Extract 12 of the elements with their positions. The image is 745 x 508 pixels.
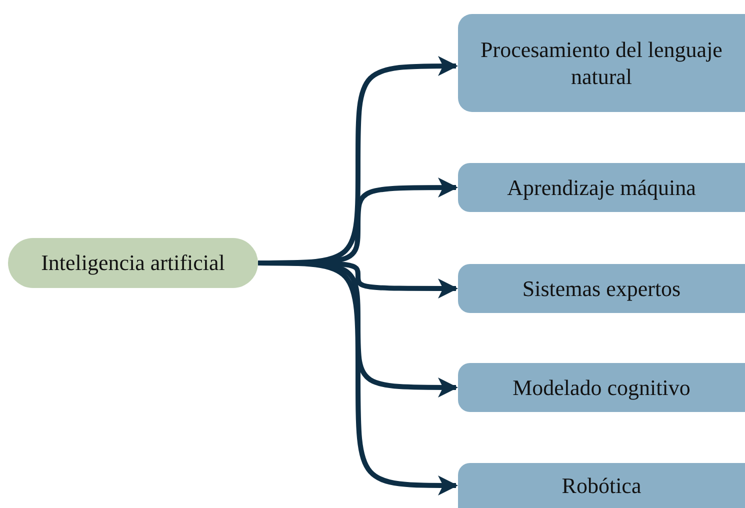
topic-box: [458, 163, 745, 212]
topic-box: [458, 363, 745, 412]
node-label: Aprendizaje máquina: [507, 174, 696, 202]
root-node: [8, 238, 258, 288]
topic-box: [458, 14, 745, 112]
topic-box: [458, 463, 745, 508]
node-label: Robótica: [562, 472, 642, 500]
node-label: Procesamiento del lenguaje natural: [480, 36, 724, 90]
node-label: Inteligencia artificial: [41, 249, 225, 277]
topic-box: [458, 264, 745, 313]
node-label: Modelado cognitivo: [512, 374, 690, 402]
node-label: Sistemas expertos: [522, 274, 681, 302]
